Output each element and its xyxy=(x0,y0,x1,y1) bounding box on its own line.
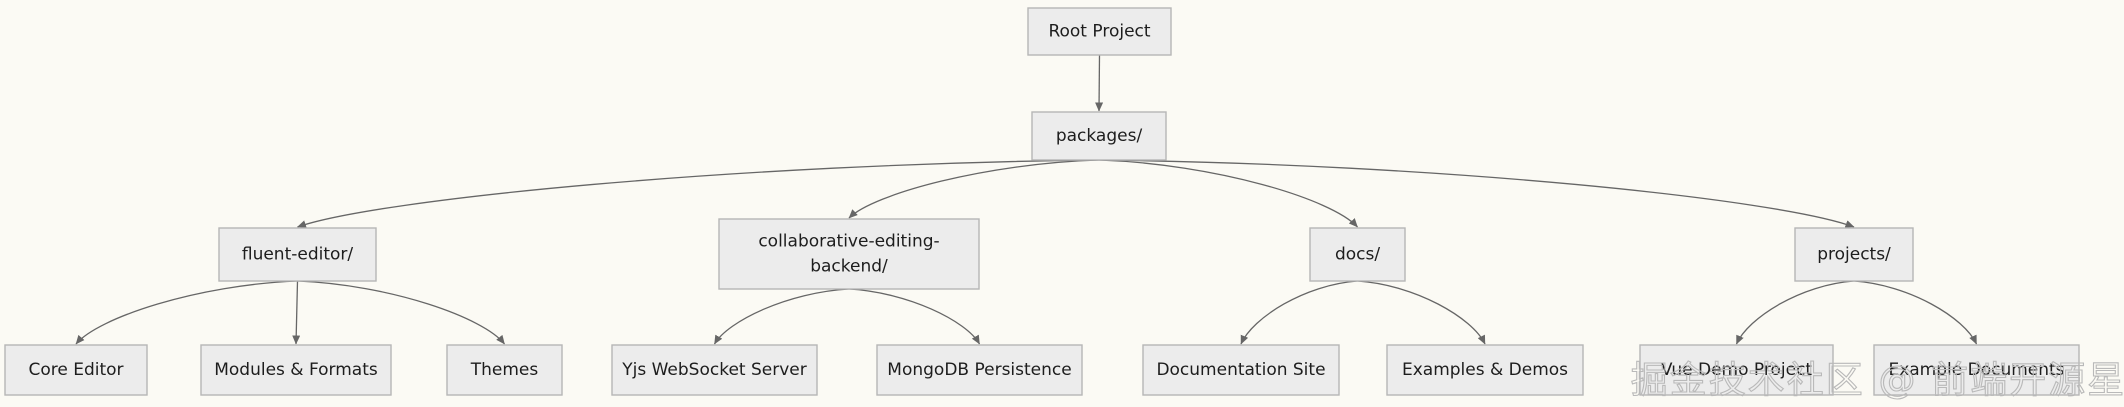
node-box-exdocs[interactable] xyxy=(1873,344,2080,396)
node-box-mongo[interactable] xyxy=(876,344,1083,396)
node-box-yjs[interactable] xyxy=(611,344,818,396)
node-box-fluent[interactable] xyxy=(218,227,377,282)
node-label-core: Core Editor xyxy=(28,360,123,380)
node-vuedemo[interactable]: Vue Demo Project xyxy=(1639,344,1834,396)
node-box-docs[interactable] xyxy=(1309,227,1406,282)
node-label-projects: projects/ xyxy=(1817,245,1891,265)
node-examples[interactable]: Examples & Demos xyxy=(1386,344,1584,396)
node-label-mongo: MongoDB Persistence xyxy=(887,360,1071,380)
node-label-examples: Examples & Demos xyxy=(1402,360,1568,380)
node-mongo[interactable]: MongoDB Persistence xyxy=(876,344,1083,396)
node-exdocs[interactable]: Example Documents xyxy=(1873,344,2080,396)
node-yjs[interactable]: Yjs WebSocket Server xyxy=(611,344,818,396)
node-modules[interactable]: Modules & Formats xyxy=(200,344,392,396)
edge-projects-to-exdocs xyxy=(1853,280,1978,345)
node-label-fluent: fluent-editor/ xyxy=(242,245,354,265)
node-label-vuedemo: Vue Demo Project xyxy=(1661,360,1813,380)
edge-docs-to-examples xyxy=(1357,280,1486,345)
edge-projects-to-vuedemo xyxy=(1735,280,1855,345)
node-core[interactable]: Core Editor xyxy=(4,344,148,396)
edge-packages-to-collab xyxy=(848,159,1100,219)
node-box-core[interactable] xyxy=(4,344,148,396)
node-label-exdocs: Example Documents xyxy=(1888,360,2064,380)
edge-docs-to-docsite xyxy=(1240,280,1358,345)
node-label-modules: Modules & Formats xyxy=(214,360,378,380)
edge-packages-to-docs xyxy=(1098,159,1358,228)
node-box-projects[interactable] xyxy=(1794,227,1914,282)
edge-fluent-to-modules xyxy=(292,280,301,345)
watermark-layer: 掘金技术社区 @ 前端开源星球 xyxy=(1630,358,2124,402)
node-packages[interactable]: packages/ xyxy=(1031,111,1167,161)
node-box-docsite[interactable] xyxy=(1142,344,1340,396)
nodes-layer: Root Project packages/fluent-editor/colla… xyxy=(4,7,2080,396)
node-box-examples[interactable] xyxy=(1386,344,1584,396)
edge-fluent-to-themes xyxy=(297,280,506,345)
node-box-collab[interactable] xyxy=(718,218,980,290)
node-label-packages: packages/ xyxy=(1056,126,1143,146)
watermark-label: 掘金技术社区 @ 前端开源星球 xyxy=(1631,359,2124,402)
node-box-modules[interactable] xyxy=(200,344,392,396)
node-docs[interactable]: docs/ xyxy=(1309,227,1406,282)
edges-layer xyxy=(75,54,1978,345)
node-collab[interactable]: collaborative-editing-backend/ xyxy=(718,218,980,290)
edge-collab-to-yjs xyxy=(713,288,850,345)
node-box-packages[interactable] xyxy=(1031,111,1167,161)
edge-collab-to-mongo xyxy=(848,288,981,345)
edge-root-to-packages xyxy=(1095,54,1104,112)
node-label-themes: Themes xyxy=(470,360,539,380)
node-box-themes[interactable] xyxy=(446,344,563,396)
node-box-vuedemo[interactable] xyxy=(1639,344,1834,396)
node-fluent[interactable]: fluent-editor/ xyxy=(218,227,377,282)
node-root[interactable]: Root Project xyxy=(1027,7,1172,56)
node-docsite[interactable]: Documentation Site xyxy=(1142,344,1340,396)
node-label-collab: collaborative-editing-backend/ xyxy=(758,232,939,277)
edge-packages-to-projects xyxy=(1098,159,1855,228)
node-label-root: Root Project xyxy=(1048,22,1150,42)
node-label-yjs: Yjs WebSocket Server xyxy=(621,360,807,380)
node-box-root[interactable] xyxy=(1027,7,1172,56)
node-themes[interactable]: Themes xyxy=(446,344,563,396)
edge-fluent-to-core xyxy=(75,280,298,345)
node-projects[interactable]: projects/ xyxy=(1794,227,1914,282)
node-label-docsite: Documentation Site xyxy=(1156,360,1325,380)
node-label-docs: docs/ xyxy=(1335,245,1380,265)
edge-packages-to-fluent xyxy=(297,159,1100,228)
